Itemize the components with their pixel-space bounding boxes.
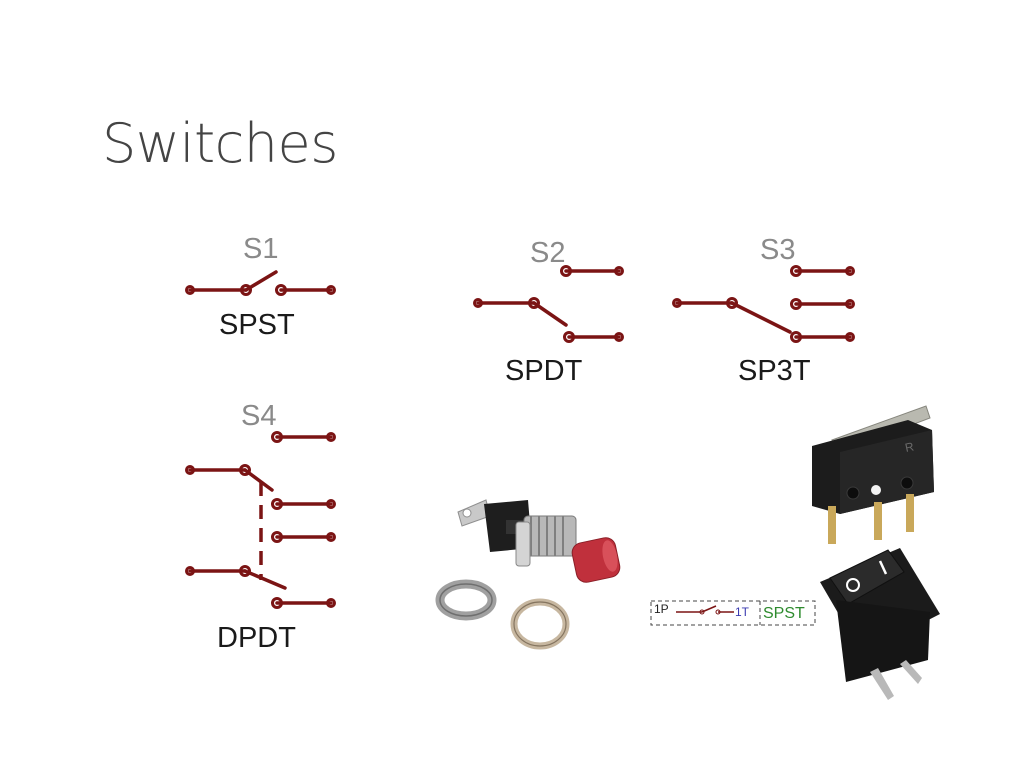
spst-schematic-chip: 1P 1T SPST [650,600,816,626]
chip-throw-label: 1T [735,605,750,619]
s4-type-label: DPDT [217,622,296,654]
s3-type-label: SP3T [738,355,811,387]
s1-type-label: SPST [219,309,295,341]
s4-designator: S4 [241,400,276,432]
rocker-switch-photo [820,548,940,700]
s1-designator: S1 [243,233,278,265]
micro-switch-photo: R [812,405,934,544]
svg-text:R: R [904,439,916,455]
s3-designator: S3 [760,234,795,266]
s2-type-label: SPDT [505,355,583,387]
spst-symbol: S1 SPST [185,233,336,341]
sp3t-symbol: S3 SP3T [672,234,855,387]
spdt-symbol: S2 SPDT [473,237,624,387]
dpdt-symbol: S4 DPDT [185,400,336,654]
slide-title: Switches [102,112,338,175]
chip-type-label: SPST [763,605,805,622]
chip-pole-label: 1P [654,602,669,616]
s2-designator: S2 [530,237,565,269]
pushbutton-switch-photo [435,499,621,650]
